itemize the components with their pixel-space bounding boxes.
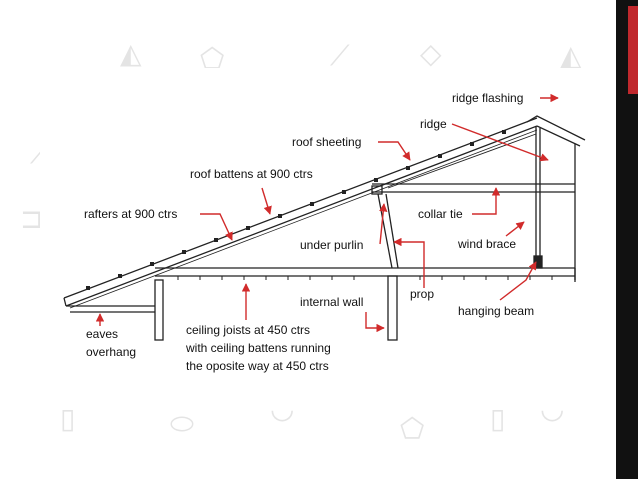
watermark-shape: ◡	[270, 393, 295, 424]
arrow-wind-brace	[505, 221, 525, 237]
roof-sheeting-line	[63, 117, 538, 299]
diagram-panel	[40, 68, 608, 398]
label-roof-sheeting: roof sheeting	[292, 135, 361, 149]
roof-structure	[63, 115, 586, 341]
watermark-shape: ◇	[420, 38, 442, 69]
label-wind-brace: wind brace	[457, 237, 516, 251]
roof-battens	[86, 130, 506, 290]
label-hanging-beam: hanging beam	[458, 304, 534, 318]
eaves-end	[63, 297, 67, 307]
arrow-prop	[393, 237, 425, 288]
watermark-shape: ⟋	[330, 40, 350, 71]
eaves-wall	[154, 279, 164, 341]
arrow-hanging-beam	[499, 261, 537, 301]
label-collar-tie: collar tie	[418, 207, 463, 221]
wind-brace	[387, 133, 537, 189]
leader-arrows	[95, 93, 559, 333]
watermark-shape: ⬠	[200, 43, 225, 74]
label-eaves-line2: overhang	[86, 345, 136, 359]
ridge-cap	[526, 115, 586, 141]
slide-side-bar	[616, 0, 638, 479]
label-joists-line2: with ceiling battens running	[185, 341, 331, 355]
label-eaves-line1: eaves	[86, 327, 118, 341]
watermark-shape: ◭	[560, 40, 582, 71]
arrow-collar-tie	[472, 187, 501, 215]
watermark-shape: ⊐	[20, 203, 44, 234]
internal-wall	[387, 275, 398, 341]
label-rafters: rafters at 900 ctrs	[84, 207, 177, 221]
arrow-roof-sheeting	[378, 141, 411, 161]
arrow-rafters	[200, 213, 233, 241]
watermark-shape: ⬠	[400, 413, 425, 444]
arrow-roof-battens	[261, 187, 272, 215]
slide-red-accent	[628, 6, 638, 94]
watermark-shape: ▯	[490, 403, 506, 434]
label-ridge-flashing: ridge flashing	[452, 91, 523, 105]
label-under-purlin: under purlin	[300, 238, 363, 252]
watermark-shape: ▯	[60, 403, 76, 434]
arrow-ridge	[451, 123, 549, 162]
watermark-shape: ◡	[540, 393, 565, 424]
label-roof-battens: roof battens at 900 ctrs	[190, 167, 313, 181]
prop	[377, 193, 393, 269]
label-ridge: ridge	[420, 117, 447, 131]
label-joists-line3: the oposite way at 450 ctrs	[186, 359, 329, 373]
watermark-shape: ⬭	[170, 408, 194, 439]
arrow-under-purlin	[379, 203, 388, 245]
diagram-labels: ridge flashing ridge roof sheeting roof …	[84, 91, 534, 373]
label-joists-line1: ceiling joists at 450 ctrs	[186, 323, 310, 337]
joist-hangers	[177, 276, 553, 280]
arrow-internal-wall	[365, 312, 385, 333]
watermark-shape: ◭	[120, 38, 142, 69]
rafter-line	[65, 125, 538, 307]
label-prop: prop	[410, 287, 434, 301]
label-internal-wall: internal wall	[300, 295, 363, 309]
